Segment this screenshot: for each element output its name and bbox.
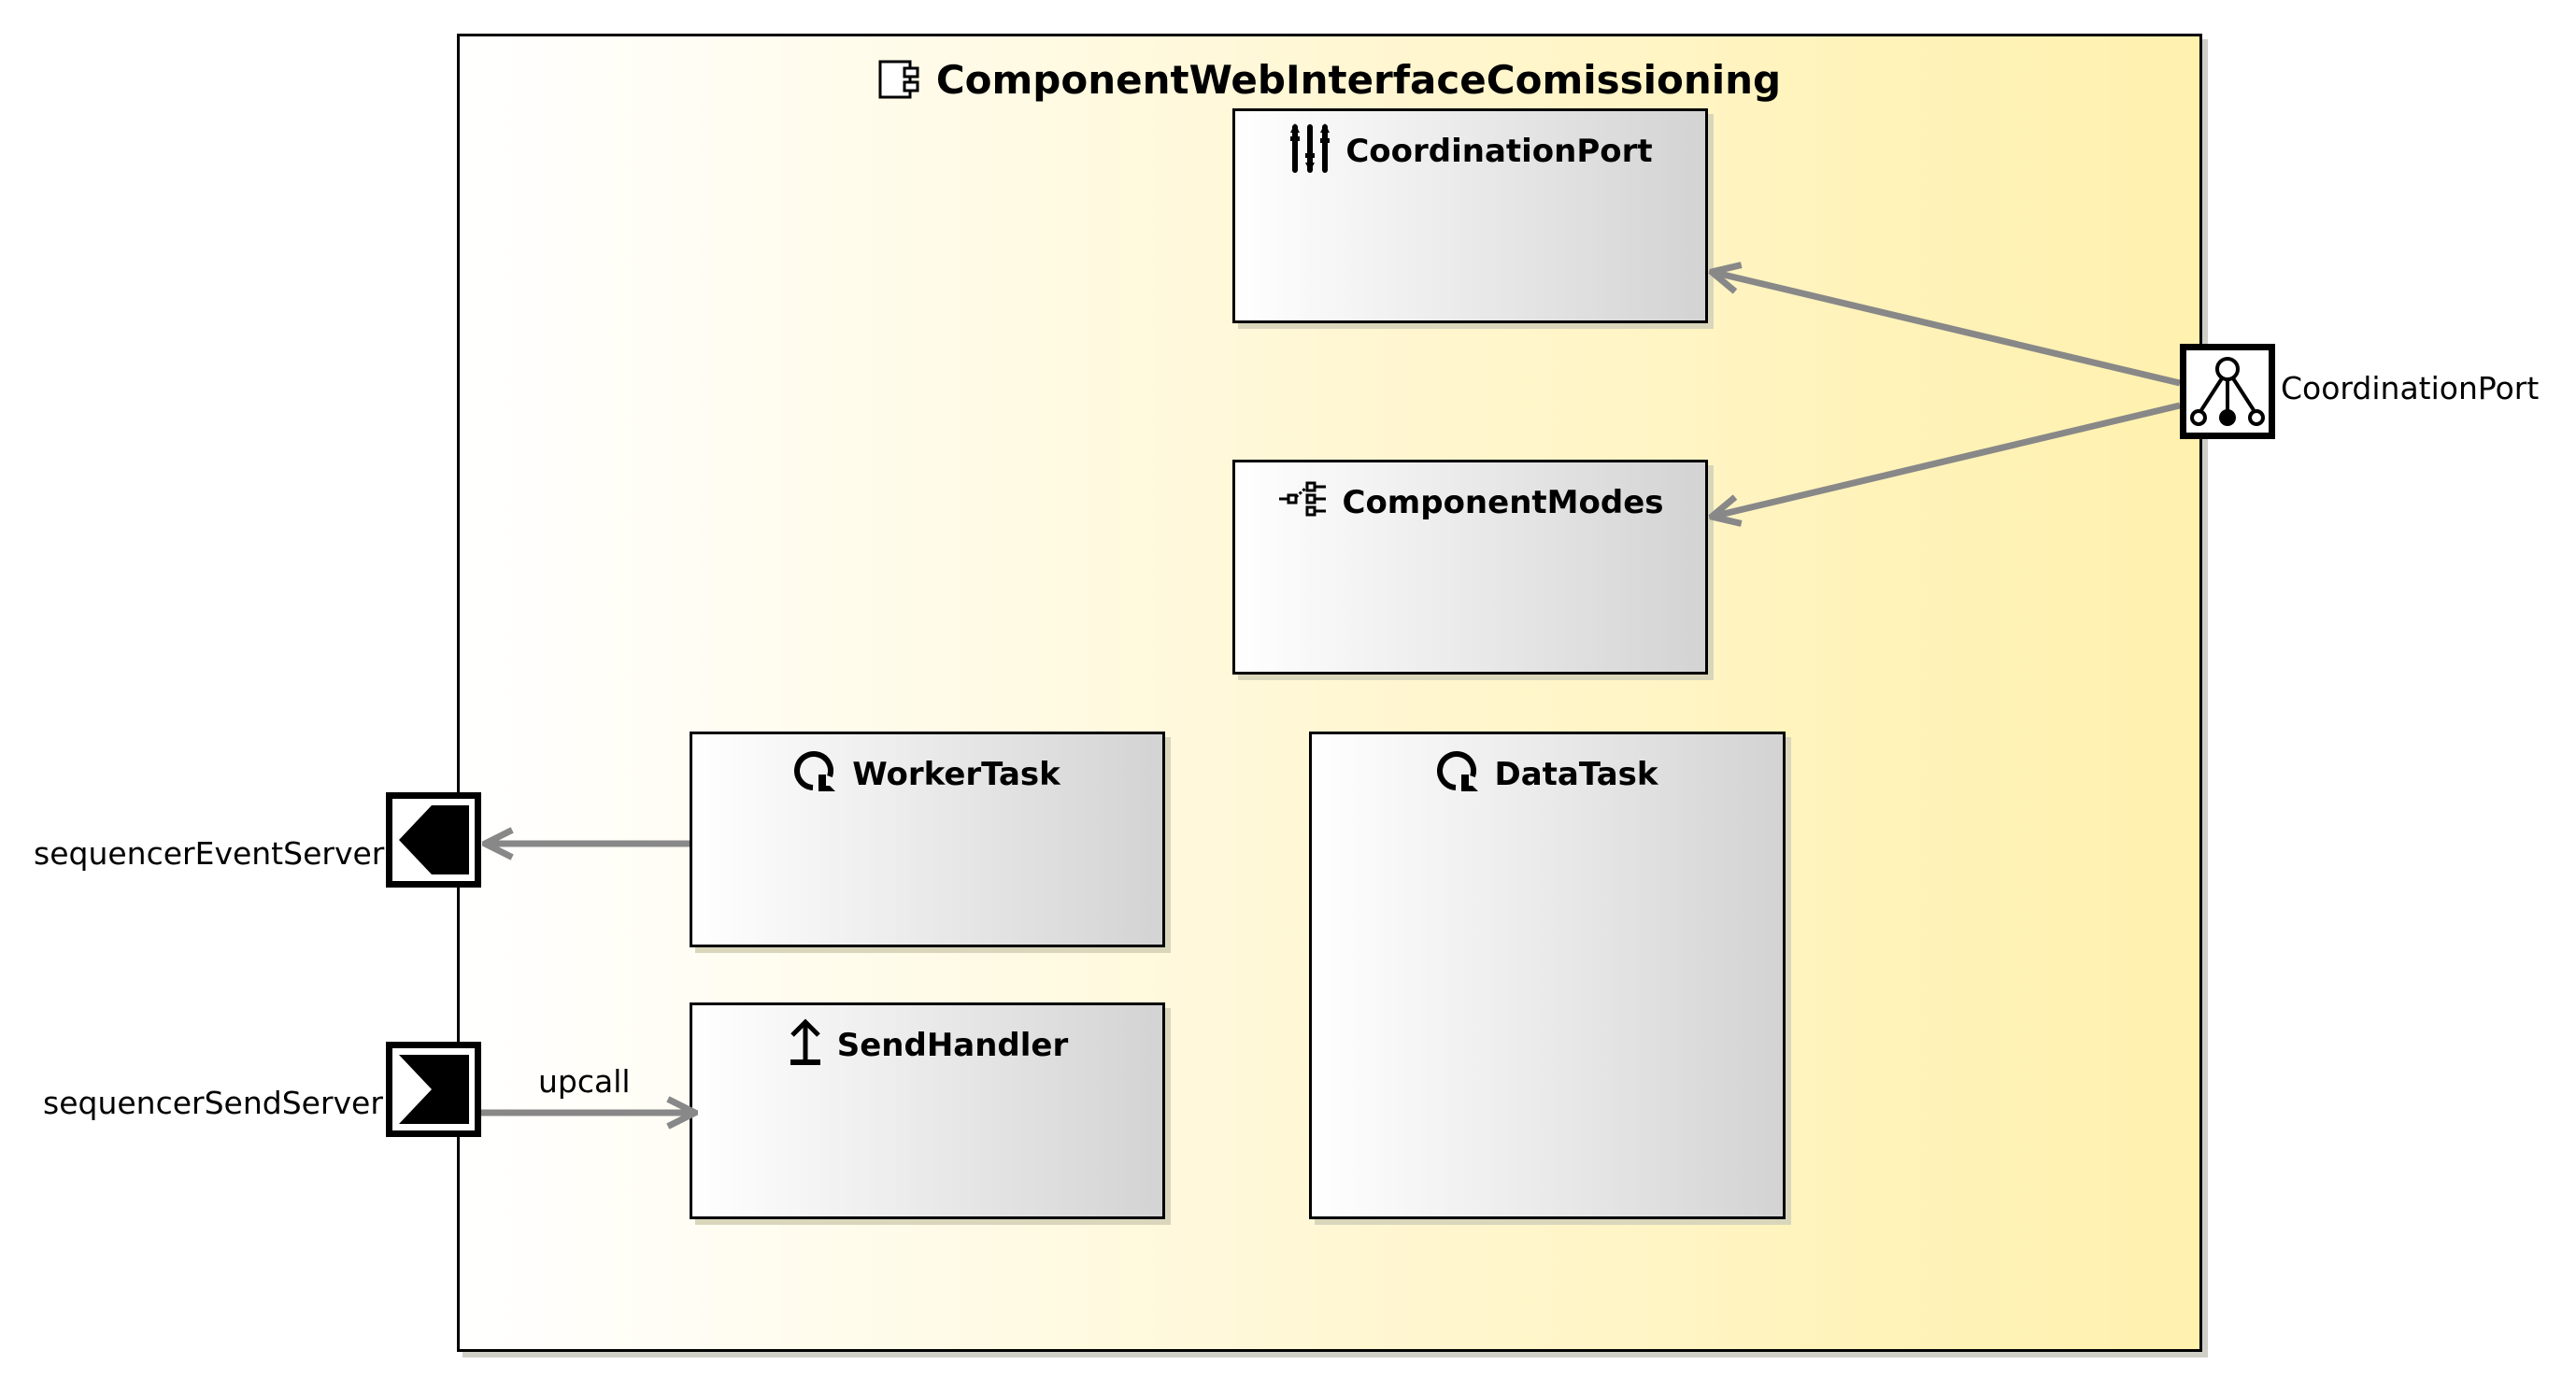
- part-worker-task[interactable]: WorkerTask: [690, 732, 1165, 947]
- port-label-sequencer-event-server: sequencerEventServer: [34, 835, 385, 872]
- component-name: ComponentWebInterfaceComissioning: [935, 57, 1782, 103]
- part-label: SendHandler: [836, 1027, 1069, 1064]
- port-label-coordination-port: CoordinationPort: [2281, 370, 2540, 406]
- upcall-handler-icon: [787, 1016, 824, 1075]
- event-server-port-icon: [399, 805, 469, 874]
- part-component-modes[interactable]: ComponentModes: [1232, 460, 1708, 675]
- task-loop-icon: [1436, 748, 1482, 802]
- part-data-task[interactable]: DataTask: [1309, 732, 1786, 1219]
- coordination-slave-port-icon: [2190, 357, 2265, 426]
- send-server-port-icon: [399, 1055, 469, 1124]
- port-sequencer-send-server[interactable]: [386, 1042, 481, 1137]
- part-label: CoordinationPort: [1345, 133, 1653, 170]
- part-coordination-port[interactable]: CoordinationPort: [1232, 108, 1708, 323]
- part-header: DataTask: [1312, 750, 1783, 798]
- port-sequencer-event-server[interactable]: [386, 792, 481, 888]
- part-header: WorkerTask: [692, 750, 1162, 798]
- component-title: ComponentWebInterfaceComissioning: [460, 57, 2199, 109]
- part-header: ComponentModes: [1235, 479, 1705, 526]
- task-loop-icon: [794, 748, 839, 802]
- port-label-sequencer-send-server: sequencerSendServer: [43, 1085, 383, 1121]
- part-send-handler[interactable]: SendHandler: [690, 1002, 1165, 1219]
- port-coordination-port[interactable]: [2180, 344, 2275, 439]
- mode-switch-icon: [1277, 479, 1330, 527]
- part-label: DataTask: [1494, 756, 1658, 793]
- part-label: ComponentModes: [1342, 484, 1664, 521]
- part-label: WorkerTask: [852, 756, 1060, 793]
- component-icon: [878, 60, 921, 109]
- connector-label-upcall: upcall: [538, 1063, 631, 1100]
- coordination-port-icon: [1288, 121, 1332, 182]
- part-header: SendHandler: [692, 1017, 1162, 1069]
- part-header: CoordinationPort: [1235, 122, 1705, 175]
